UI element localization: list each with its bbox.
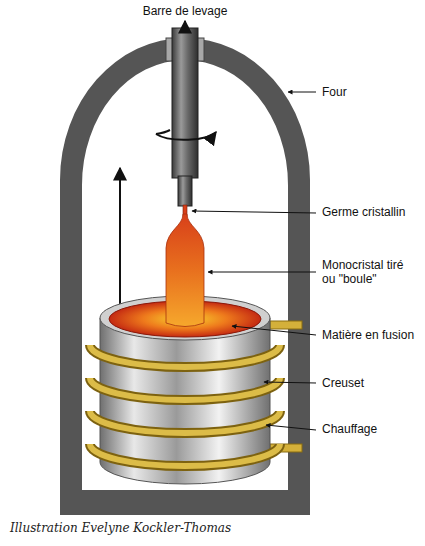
- leader-line: [264, 382, 316, 383]
- part-label: Monocristal tiré ou "boule": [322, 258, 418, 286]
- leader-line: [192, 211, 316, 213]
- part-label: Four: [322, 85, 347, 99]
- coil-turn: [90, 444, 280, 466]
- heater-lead: [270, 321, 302, 329]
- part-label: Chauffage: [322, 422, 377, 436]
- rotation-arrow-tail: [156, 130, 170, 134]
- coil-turn-outline: [90, 444, 280, 466]
- single-crystal-boule: [166, 214, 204, 327]
- lifting-rod: [172, 28, 198, 178]
- coil-turn-outline: [90, 345, 280, 367]
- leader-line: [266, 425, 316, 430]
- part-label-top: Barre de levage: [143, 4, 228, 18]
- heating-coil: [90, 345, 280, 466]
- part-label: Creuset: [322, 376, 364, 390]
- pull-direction-arrow: [119, 168, 121, 310]
- coil-turn-outline: [90, 411, 280, 433]
- leader-line: [208, 272, 316, 273]
- rotation-arrow: [156, 132, 216, 140]
- rod-coupling: [178, 176, 192, 206]
- coil-turn: [90, 411, 280, 433]
- part-label: Germe cristallin: [322, 205, 405, 219]
- leader-line: [288, 92, 316, 93]
- part-label: Matière en fusion: [322, 328, 414, 342]
- coil-turn: [90, 345, 280, 367]
- leader-lines: [192, 92, 316, 430]
- coil-turn-outline: [90, 378, 280, 400]
- coil-turn: [90, 378, 280, 400]
- illustration-credit: Illustration Evelyne Kockler-Thomas: [10, 521, 231, 535]
- lift-arrow: [184, 21, 186, 28]
- leader-line: [232, 326, 316, 335]
